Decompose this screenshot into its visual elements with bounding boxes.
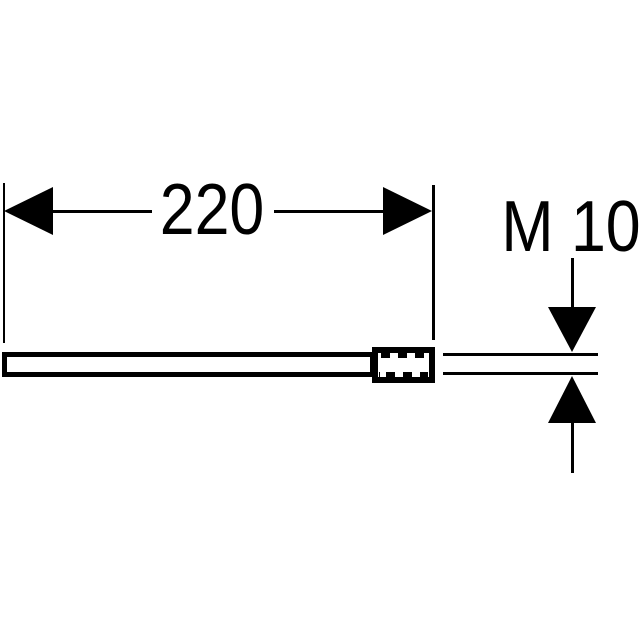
rod-body [2, 352, 375, 377]
arrowhead-down-icon [548, 307, 596, 352]
thread-arrow-stem-bottom [571, 422, 574, 473]
length-dimension-label: 220 [159, 170, 265, 250]
arrowhead-right-icon [383, 187, 432, 235]
length-extension-line-right [432, 185, 435, 340]
length-dimension-line-left-segment [48, 210, 152, 213]
thread-extension-line-bottom [443, 372, 598, 375]
thread-dashed-line-top [379, 353, 428, 358]
length-dimension-line-right-segment [274, 210, 386, 213]
thread-dimension-label: M 10 [501, 187, 640, 267]
length-extension-line-left [3, 183, 5, 343]
arrowhead-left-icon [4, 187, 53, 235]
rod-threaded-end [372, 347, 435, 383]
thread-extension-line-top [443, 353, 598, 356]
thread-arrow-stem-top [571, 258, 574, 309]
thread-dashed-line-bottom [379, 372, 428, 377]
arrowhead-up-icon [548, 376, 596, 423]
